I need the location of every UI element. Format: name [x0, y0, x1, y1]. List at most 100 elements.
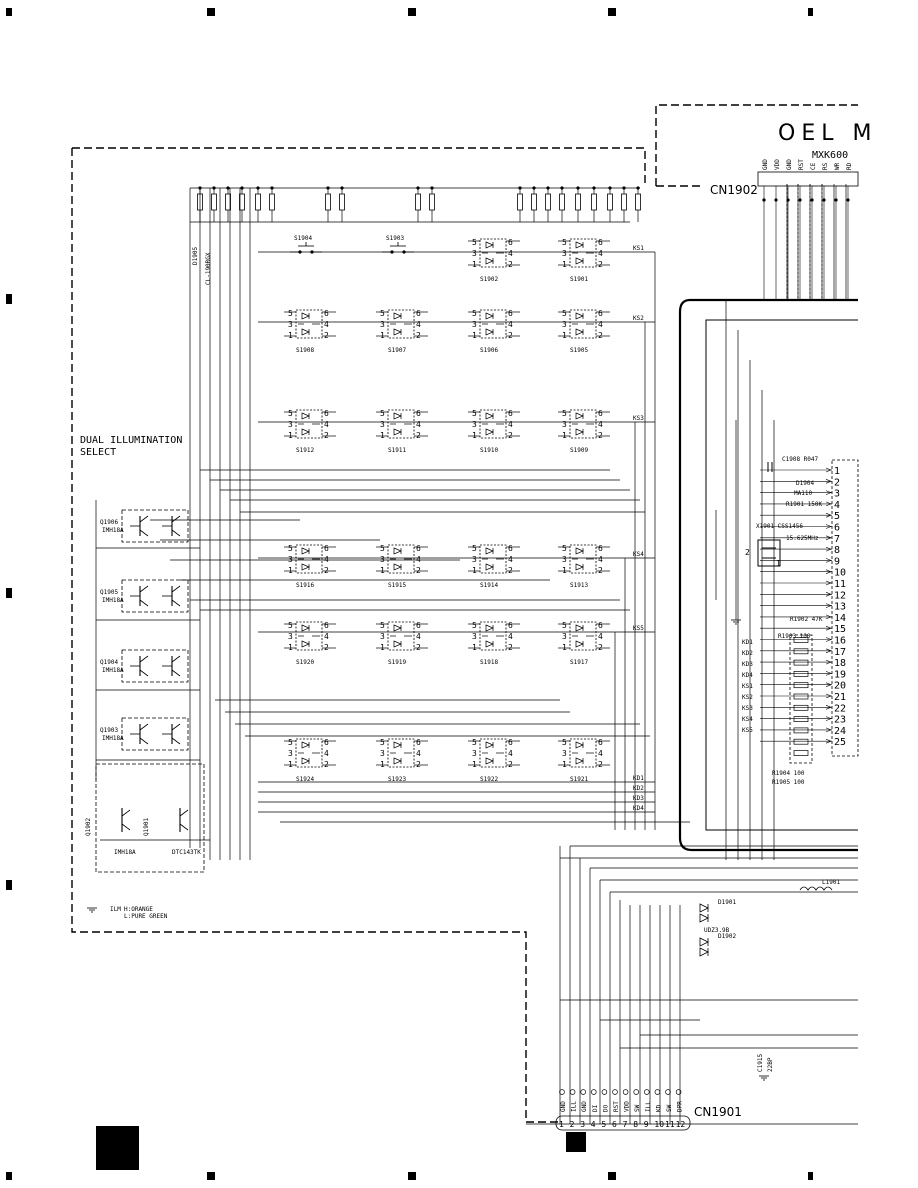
svg-text:KS5: KS5 [742, 727, 753, 734]
label-led-d1905: D1905 [192, 247, 199, 265]
svg-text:KS1: KS1 [633, 245, 644, 252]
svg-text:KS4: KS4 [633, 551, 644, 558]
svg-text:2: 2 [508, 431, 513, 440]
svg-text:KD2: KD2 [633, 785, 644, 792]
connector-top-label: CN1902 [710, 183, 758, 197]
svg-text:6: 6 [598, 738, 603, 747]
switch-ref: S1904 [294, 235, 312, 242]
svg-text:5: 5 [472, 309, 477, 318]
svg-text:2: 2 [508, 760, 513, 769]
svg-text:4: 4 [834, 500, 840, 511]
svg-text:4: 4 [508, 249, 513, 258]
svg-text:14: 14 [834, 613, 846, 624]
svg-text:2: 2 [508, 643, 513, 652]
svg-text:5: 5 [288, 621, 293, 630]
svg-text:5: 5 [472, 238, 477, 247]
module-title: OEL M [778, 121, 877, 146]
switch-ref: S1906 [480, 347, 498, 354]
svg-text:3: 3 [472, 749, 477, 758]
misc-components [87, 462, 833, 1081]
switch-ref: S1913 [570, 582, 588, 589]
svg-text:RST: RST [613, 1101, 620, 1112]
switch-ref: S1920 [296, 659, 314, 666]
svg-text:4: 4 [416, 555, 421, 564]
svg-text:1: 1 [380, 331, 385, 340]
label-led-part: CL-190RGX [205, 252, 212, 285]
svg-text:1: 1 [288, 643, 293, 652]
bus-line-labels: KS1KS2KS3KS4KS5KD1KD2KD3KD4KD1KD2KD3KD4K… [633, 245, 753, 812]
svg-text:KS2: KS2 [742, 694, 753, 701]
svg-text:4: 4 [324, 420, 329, 429]
svg-text:4: 4 [508, 420, 513, 429]
svg-text:4: 4 [598, 555, 603, 564]
svg-text:5: 5 [380, 738, 385, 747]
svg-text:5: 5 [562, 544, 567, 553]
page-index-block [96, 1126, 139, 1170]
legend-ilm: ILM [110, 906, 121, 913]
registration-marks [6, 8, 813, 1180]
svg-text:6: 6 [416, 621, 421, 630]
svg-text:8: 8 [633, 1120, 638, 1129]
svg-text:6: 6 [324, 544, 329, 553]
svg-text:2: 2 [570, 1120, 575, 1129]
svg-text:KD4: KD4 [742, 672, 753, 679]
svg-text:3: 3 [562, 632, 567, 641]
svg-text:24: 24 [834, 726, 846, 737]
module-subtitle: MXK600 [812, 150, 848, 161]
label-res-r1901: R1901 150K [786, 501, 823, 508]
svg-text:6: 6 [416, 544, 421, 553]
svg-text:3: 3 [562, 749, 567, 758]
svg-text:6: 6 [416, 309, 421, 318]
svg-text:7: 7 [623, 1120, 628, 1129]
svg-text:KD3: KD3 [742, 661, 753, 668]
svg-text:20: 20 [834, 681, 846, 692]
svg-text:2: 2 [416, 331, 421, 340]
switch-ref: S1912 [296, 447, 314, 454]
svg-text:4: 4 [324, 320, 329, 329]
svg-text:4: 4 [508, 320, 513, 329]
label-c1915-value: 22BP [767, 1057, 774, 1072]
svg-text:4: 4 [416, 632, 421, 641]
svg-text:4: 4 [598, 249, 603, 258]
svg-text:15: 15 [834, 624, 846, 635]
svg-text:1: 1 [380, 566, 385, 575]
svg-text:10: 10 [654, 1120, 664, 1129]
connector-cn1901-pins: 1GND2ILL3GND4DI5DO6RST7VDD8SW9ILL10KD11S… [555, 1089, 691, 1131]
svg-text:3: 3 [380, 420, 385, 429]
switch-ref: S1910 [480, 447, 498, 454]
svg-text:6: 6 [508, 309, 513, 318]
switch-ref: S1907 [388, 347, 406, 354]
svg-text:2: 2 [598, 331, 603, 340]
main-bus-outline [678, 298, 858, 852]
svg-text:DI: DI [592, 1104, 599, 1112]
switch-ref: S1909 [570, 447, 588, 454]
svg-text:4: 4 [416, 320, 421, 329]
svg-text:3: 3 [380, 320, 385, 329]
svg-text:5: 5 [380, 409, 385, 418]
svg-text:5: 5 [562, 238, 567, 247]
svg-text:11: 11 [834, 579, 846, 590]
label-crystal-freq: 15.625MHz [786, 535, 819, 542]
svg-text:4: 4 [598, 749, 603, 758]
svg-text:5: 5 [834, 511, 840, 522]
svg-text:IMH18A: IMH18A [102, 527, 124, 534]
push-switch: S1904 [290, 235, 322, 254]
svg-text:1: 1 [562, 643, 567, 652]
svg-text:4: 4 [324, 749, 329, 758]
svg-text:Q1902: Q1902 [85, 818, 92, 836]
component-labels: C1908 R047 D1904 MA110 R1901 150K X1901 … [192, 247, 840, 1072]
svg-text:5: 5 [472, 544, 477, 553]
svg-text:RD: RD [846, 162, 853, 170]
svg-text:21: 21 [834, 692, 846, 703]
